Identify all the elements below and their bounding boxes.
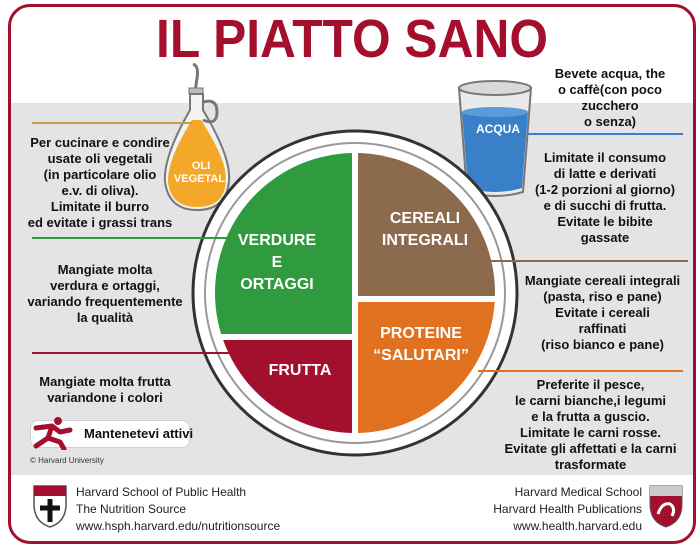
water-label: ACQUA (476, 122, 520, 136)
fruit-advice: Mangiate molta frutta variandone i color… (39, 374, 171, 405)
grains-section-label: CEREALI INTEGRALI (381, 210, 469, 249)
copyright: © Harvard University (30, 456, 104, 465)
runner-icon (33, 417, 73, 450)
grains-divider (488, 260, 688, 262)
vegetables-advice: Mangiate molta verdura e ortaggi, varian… (27, 262, 183, 325)
dairy-advice: Limitate il consumo di latte e derivati … (534, 150, 676, 245)
fruit-section-label: FRUTTA (268, 362, 332, 379)
vegetables-section-label: VERDURE E ORTAGGI (237, 232, 317, 293)
oil-bottle-icon (163, 62, 231, 212)
grains-advice: Mangiate cereali integrali (pasta, riso … (524, 273, 681, 352)
footer-right: Harvard Medical School Harvard Health Pu… (493, 485, 642, 533)
protein-advice: Preferite il pesce, le carni bianche,i l… (504, 377, 677, 472)
footer-left: Harvard School of Public Health The Nutr… (76, 485, 281, 533)
healthy-plate (191, 129, 519, 457)
hms-shield-icon (649, 485, 683, 528)
protein-section-label: PROTEINE “SALUTARI” (373, 325, 469, 364)
oil-advice: Per cucinare e condire usate oli vegetal… (27, 135, 173, 230)
oil-label: OLI VEGETALI (173, 160, 229, 185)
hsph-shield-icon (33, 485, 67, 528)
poster-title: IL PIATTO SANO (156, 9, 548, 69)
water-divider (528, 133, 683, 135)
water-advice: Bevete acqua, the o caffè(con poco zucch… (554, 66, 666, 129)
oil-divider (32, 122, 192, 124)
protein-divider (478, 370, 683, 372)
fruit-divider (32, 352, 232, 354)
vegetables-divider (32, 237, 227, 239)
active-label: Mantenetevi attivi (84, 426, 194, 441)
